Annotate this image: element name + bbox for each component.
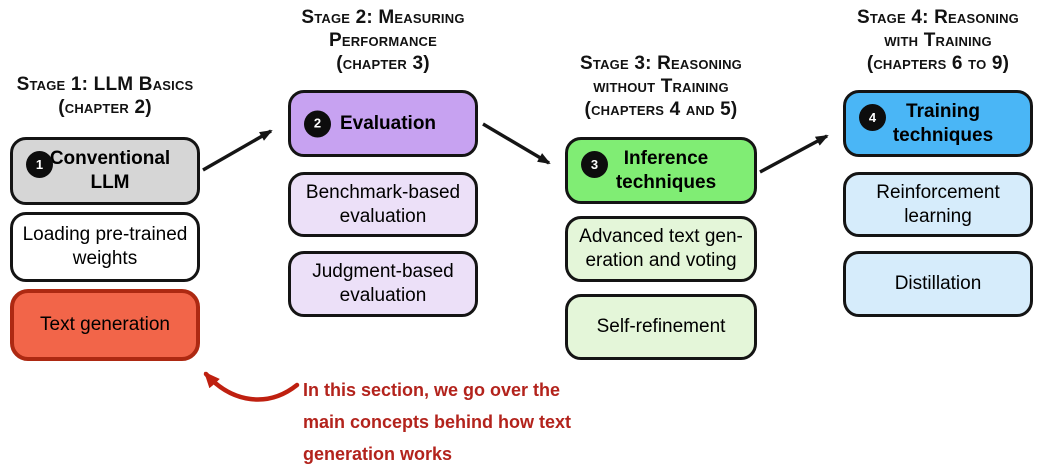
distillation-box: Distillation xyxy=(843,251,1033,317)
distillation-label: Distillation xyxy=(894,273,982,294)
annotation-curved-arrow xyxy=(203,371,300,402)
arrow-stage2-to-stage3 xyxy=(482,122,551,165)
stage3-title: Stage 3: Reasoning without Training (cha… xyxy=(580,53,742,120)
judgment-evaluation-box: Judgment-based evaluation xyxy=(288,251,478,317)
evaluation-box: 2 Evaluation xyxy=(288,90,478,157)
conventional-llm-box: 1 Conventional LLM xyxy=(10,137,200,205)
judgment-evaluation-label: Judgment-based evaluation xyxy=(312,261,454,306)
text-generation-box: Text generation xyxy=(10,289,200,361)
annotation-text: In this section, we go over the main con… xyxy=(303,380,572,464)
advanced-text-generation-box: Advanced text gen- eration and voting xyxy=(565,216,757,282)
stage2-title: Stage 2: Measuring Performance (chapter … xyxy=(301,7,465,74)
stage3-number-badge: 3 xyxy=(581,151,608,178)
training-techniques-box: 4 Training techniques xyxy=(843,90,1033,157)
evaluation-label: Evaluation xyxy=(339,112,437,134)
inference-techniques-label: Inference techniques xyxy=(615,147,717,193)
stage1-title: Stage 1: LLM Basics (chapter 2) xyxy=(16,74,194,118)
stage1-number-badge: 1 xyxy=(26,151,53,178)
arrow-stage3-to-stage4 xyxy=(759,134,829,174)
conventional-llm-label: Conventional LLM xyxy=(49,148,171,193)
stage4-title: Stage 4: Reasoning with Training (chapte… xyxy=(857,7,1019,74)
loading-weights-label: Loading pre-trained weights xyxy=(22,224,188,269)
self-refinement-box: Self-refinement xyxy=(565,294,757,360)
reinforcement-learning-label: Reinforcement learning xyxy=(876,181,1000,227)
stage4-number-badge: 4 xyxy=(859,104,886,131)
benchmark-evaluation-box: Benchmark-based evaluation xyxy=(288,172,478,237)
inference-techniques-box: 3 Inference techniques xyxy=(565,137,757,204)
loading-weights-box: Loading pre-trained weights xyxy=(10,212,200,282)
arrow-stage1-to-stage2 xyxy=(202,129,273,172)
stage2-number-badge: 2 xyxy=(304,110,331,137)
training-techniques-label: Training techniques xyxy=(892,100,994,146)
text-generation-label: Text generation xyxy=(40,314,170,335)
benchmark-evaluation-label: Benchmark-based evaluation xyxy=(305,181,461,227)
reinforcement-learning-box: Reinforcement learning xyxy=(843,172,1033,237)
self-refinement-label: Self-refinement xyxy=(596,316,726,337)
advanced-text-generation-label: Advanced text gen- eration and voting xyxy=(579,226,743,271)
